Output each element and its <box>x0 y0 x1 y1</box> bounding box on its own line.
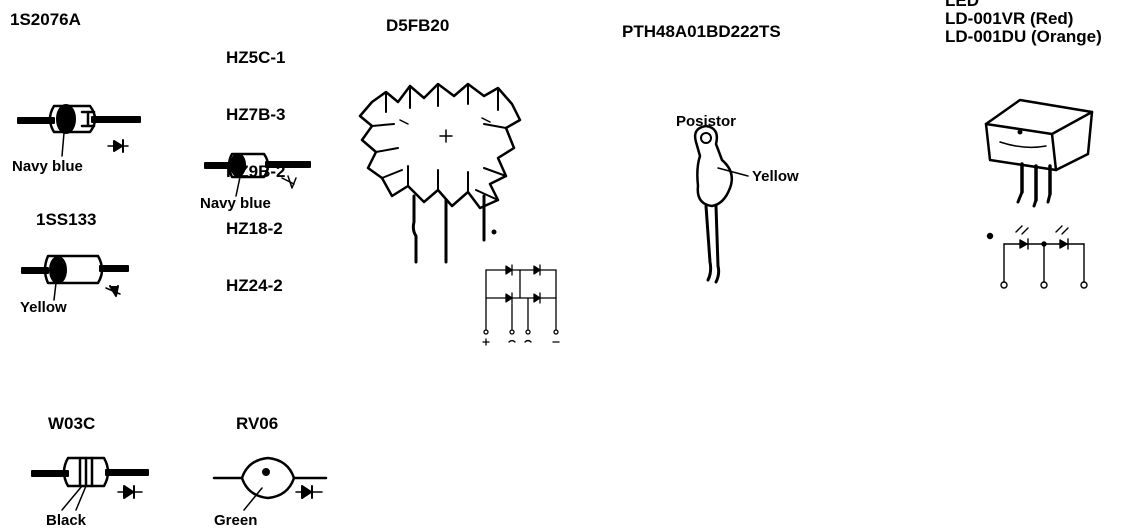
label-pth48a01bd222ts: PTH48A01BD222TS <box>622 22 781 41</box>
label-hz7b-3: HZ7B-3 <box>226 105 286 124</box>
led-package-drawing <box>984 98 1094 208</box>
diode-1s2076a-drawing <box>17 104 141 157</box>
diode-symbol-1ss133-icon <box>105 285 121 297</box>
varistor-rv06-drawing <box>212 456 328 511</box>
bridge-schematic-icon <box>482 264 560 346</box>
label-hz-group: HZ5C-1 HZ7B-3 HZ9B-2 HZ18-2 HZ24-2 <box>226 10 286 333</box>
diode-hz-drawing <box>204 152 311 197</box>
led-schematic-icon <box>986 225 1088 289</box>
diode-symbol-rv06-icon <box>295 485 323 499</box>
bridge-rectifier-heatsink-drawing <box>358 82 522 264</box>
label-posistor-color: Yellow <box>752 168 799 185</box>
label-d5fb20: D5FB20 <box>386 16 450 35</box>
diode-w03c-drawing <box>31 456 149 511</box>
label-hz24-2: HZ24-2 <box>226 276 283 295</box>
zener-symbol-icon <box>281 175 297 189</box>
label-ld-001du: LD-001DU (Orange) <box>945 27 1102 46</box>
label-posistor: Posistor <box>676 113 737 130</box>
label-w03c: W03C <box>48 414 96 433</box>
diode-symbol-icon <box>107 139 129 153</box>
diode-symbol-w03c-icon <box>117 485 143 499</box>
label-1ss133: 1SS133 <box>36 210 97 229</box>
label-hz5c-1: HZ5C-1 <box>226 48 286 67</box>
label-rv06: RV06 <box>236 414 279 433</box>
label-led-partial: LED <box>945 0 979 10</box>
label-hz18-2: HZ18-2 <box>226 219 283 238</box>
label-hz-color: Navy blue <box>200 195 271 212</box>
label-rv06-color: Green <box>214 512 258 529</box>
posistor-drawing <box>693 124 749 284</box>
label-1ss133-color: Yellow <box>20 299 67 316</box>
label-1s2076a-color: Navy blue <box>12 158 83 175</box>
label-1s2076a: 1S2076A <box>10 10 81 29</box>
label-ld-001vr: LD-001VR (Red) <box>945 9 1074 28</box>
label-w03c-color: Black <box>46 512 87 529</box>
diode-1ss133-drawing <box>21 254 129 301</box>
